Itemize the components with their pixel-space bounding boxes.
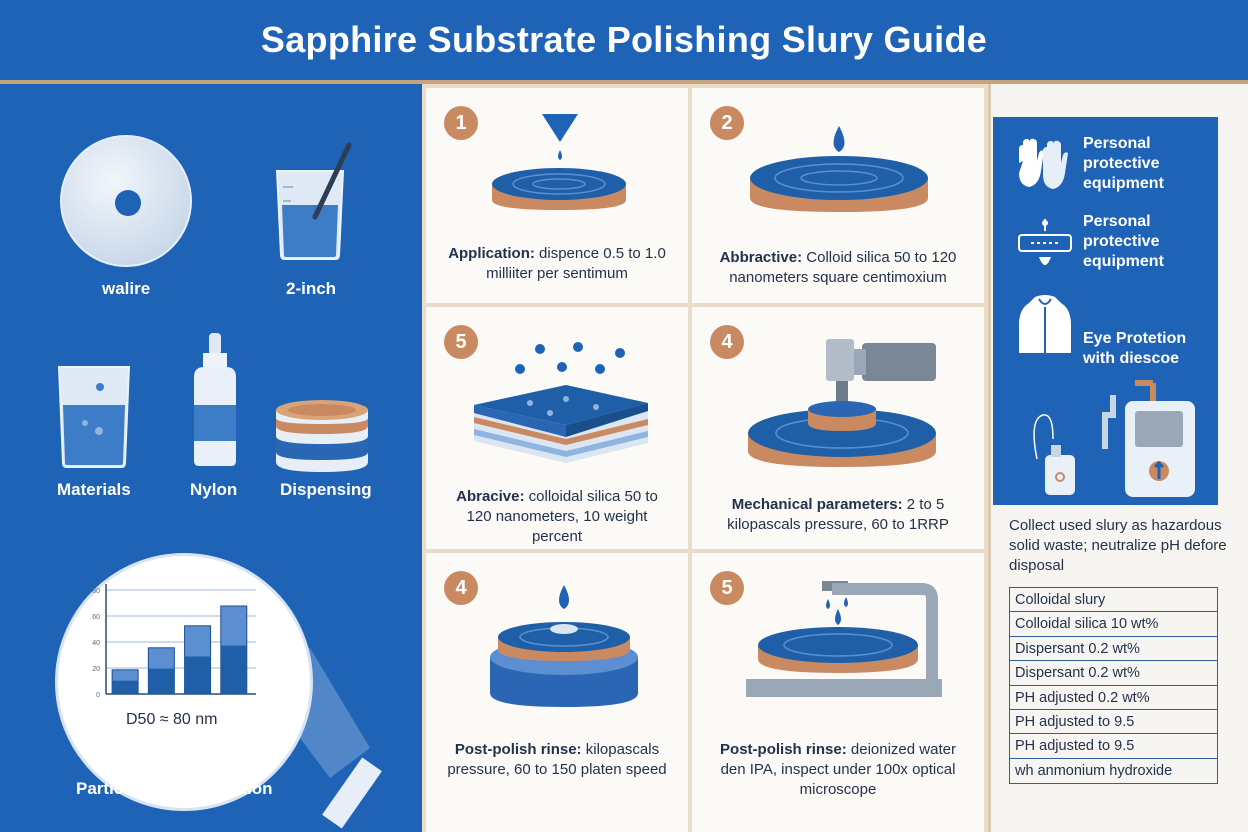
bottle-icon [194,333,236,466]
step-caption: Abracive: colloidal silica 50 to 120 nan… [456,488,658,545]
chart-tick-label: 20 [92,666,100,673]
step-card-3: 5 Abracive: colloidal silica 50 to 120 n… [426,307,688,549]
pad-stack-icon [276,400,368,472]
page-title: Sapphire Substrate Polishing Slury Guide [260,19,988,60]
chart-tick-label: 80 [92,588,100,595]
recipe-row: Dispersant 0.2 wt% [1010,661,1217,686]
dispenser-unit-icon [1033,380,1195,497]
recipe-row: wh anmonium hydroxide [1015,762,1173,779]
step-number-badge: 4 [710,325,744,359]
faucet-rinse-icon [746,581,942,697]
beaker-stirrer-icon [275,142,352,260]
recipe-row: PH adjusted 0.2 wt% [1010,686,1217,710]
step-number-badge: 4 [444,571,478,605]
lab-coat-icon [1019,295,1071,353]
chart-annotation: D50 ≈ 80 nm [126,711,218,728]
step-caption: Post-polish rinse: deionized water den I… [720,741,956,798]
safety-label-eye: Eye Protetion with diescoe [1083,330,1187,367]
step-number-badge: 2 [710,106,744,140]
material-label-wafer: walire [102,279,151,298]
material-label-dispensing: Dispensing [280,480,372,499]
particle-layers-icon [474,342,648,463]
recipe-row: Colloidal slury [1010,588,1217,613]
safety-box: Personal protective equipment Personal p… [993,117,1218,505]
chart-tick-label: 60 [92,614,100,621]
material-label-size: 2-inch [286,279,337,298]
step-caption: Post-polish rinse: kilopascals pressure,… [447,741,667,778]
gloves-icon [1019,138,1068,189]
wafer-disc-icon [60,135,192,267]
recipe-row: Colloidal silica 10 wt% [1010,612,1217,637]
step-card-4: 4 Mechanical parameters: 2 to 5 kilopasc… [692,307,984,549]
chart-tick-label: 40 [92,640,100,647]
recipe-row: PH adjusted to 9.5 [1010,710,1217,735]
chart-caption: Particle size distribution [76,779,273,798]
materials-panel: walire 2-inch Materials Nylon Dispensing [0,88,422,832]
particle-size-chart: 80 60 40 20 0 [92,584,256,699]
safety-panel: Personal protective equipment Personal p… [988,84,1248,832]
step-number-badge: 1 [444,106,478,140]
header-bar: Sapphire Substrate Polishing Slury Guide [0,0,1248,84]
step-caption: Abbractive: Colloid silica 50 to 120 nan… [719,249,957,286]
step-card-1: 1 Application: dispence 0.5 to 1.0 milli… [426,88,688,303]
step-number-badge: 5 [444,325,478,359]
chart-bar-segment [220,645,247,694]
chart-bar-segment [148,668,175,694]
chart-tick-label: 0 [96,692,100,699]
respirator-icon [1018,219,1072,265]
safety-label-gloves: Personal protective equipment [1083,135,1164,192]
chart-magnifier [55,553,313,811]
chart-bar-segment [112,680,139,694]
step-card-2: 2 Abbractive: Colloid silica 50 to 120 n… [692,88,984,303]
step-caption: Mechanical parameters: 2 to 5 kilopascal… [727,496,949,533]
slurry-drop-pad-icon [750,126,928,212]
polisher-head-icon [748,339,936,467]
waste-note: Collect used slury as hazardous solid wa… [1009,517,1227,574]
step-number-badge: 5 [710,571,744,605]
chart-bar-segment [184,656,211,694]
recipe-table: Colloidal slury Colloidal silica 10 wt% … [1009,587,1218,785]
recipe-row: PH adjusted to 9.5 [1010,734,1217,759]
safety-label-respirator: Personal protective equipment [1083,213,1164,270]
drip-dispense-icon [492,114,626,210]
beaker-icon [57,366,131,468]
material-label-materials: Materials [57,480,131,499]
rinse-drop-icon [490,585,638,707]
steps-grid: 1 Application: dispence 0.5 to 1.0 milli… [422,84,988,832]
step-caption: Application: dispence 0.5 to 1.0 milliit… [448,245,666,282]
step-card-5: 4 Post-polish rinse: kilopascals pressur… [426,553,688,832]
recipe-row: Dispersant 0.2 wt% [1010,637,1217,662]
step-card-6: 5 Post-polish rinse: deionized water den… [692,553,984,832]
material-label-nylon: Nylon [190,480,238,499]
